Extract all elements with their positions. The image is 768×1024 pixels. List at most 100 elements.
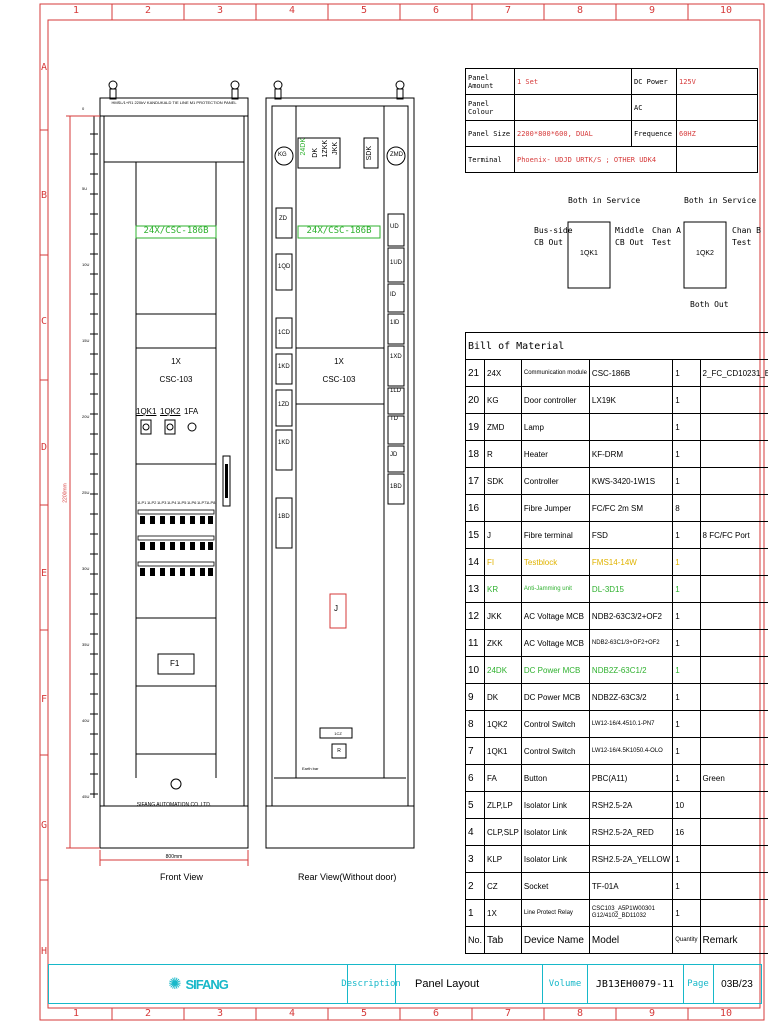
bom-cell-no: 4 xyxy=(464,818,486,846)
grid-row-h: H xyxy=(40,946,48,957)
rear-left-terminal: 1CD xyxy=(278,330,291,336)
bom-cell-no: 19 xyxy=(464,413,486,441)
bom-header-no: No. xyxy=(464,926,486,954)
rear-view-drawing xyxy=(265,80,415,849)
page-label: Page xyxy=(683,965,714,1003)
bom-cell-model: NDB2Z-63C3/2 xyxy=(588,683,674,711)
rear-sdk-label: SDK xyxy=(366,146,373,161)
link-label: 1LP8 xyxy=(206,500,216,505)
bom-cell-remark xyxy=(699,629,768,657)
rear-left-terminal: 1QD xyxy=(278,264,291,270)
bom-cell-tab: KLP xyxy=(484,845,522,873)
bom-cell-qty: 16 xyxy=(672,818,701,846)
rear-module-label: 24X/CSC-186B xyxy=(306,226,372,236)
bom-cell-tab: ZLP,LP xyxy=(484,791,522,819)
bom-cell-qty: 1 xyxy=(672,629,701,657)
logo-text: SIFANG xyxy=(185,976,229,992)
sifang-logo-icon: ✺ xyxy=(168,976,182,993)
grid-row-g: G xyxy=(40,820,48,831)
bom-cell-model: LX19K xyxy=(588,386,674,414)
scale-label: 45U xyxy=(82,794,90,799)
bom-header-remark: Remark xyxy=(699,926,768,954)
bom-cell-tab: CLP,SLP xyxy=(484,818,522,846)
terminal-extra xyxy=(676,146,758,173)
bom-header-model: Model xyxy=(588,926,674,954)
rear-relay-line2: CSC-103 xyxy=(322,375,356,384)
bom-cell-name: Isolator Link xyxy=(520,845,590,873)
bom-cell-remark xyxy=(699,737,768,765)
rear-right-terminal: ID xyxy=(390,292,396,298)
bom-cell-tab: DK xyxy=(484,683,522,711)
bom-cell-no: 5 xyxy=(464,791,486,819)
bom-cell-qty: 1 xyxy=(672,359,701,387)
bom-cell-name: AC Voltage MCB xyxy=(520,602,590,630)
bom-cell-no: 1 xyxy=(464,899,486,927)
bom-cell-remark xyxy=(699,899,768,927)
middle-label: Middle xyxy=(615,226,644,235)
rear-earth-label: Earth bar xyxy=(302,766,319,771)
description-label: Description xyxy=(341,965,401,1003)
grid-row-f: F xyxy=(40,694,48,705)
bom-cell-qty: 10 xyxy=(672,791,701,819)
test-a-label: Test xyxy=(652,238,672,247)
bom-cell-remark xyxy=(699,386,768,414)
bom-cell-model: KF-DRM xyxy=(588,440,674,468)
front-footer: SIFANG AUTOMATION CO.,LTD. xyxy=(136,802,212,808)
bom-cell-name: Socket xyxy=(520,872,590,900)
rear-right-terminal: UD xyxy=(390,224,399,230)
link-label: 1LP6 xyxy=(187,500,197,505)
bom-cell-qty: 1 xyxy=(672,683,701,711)
grid-col-10: 10 xyxy=(719,5,733,16)
bom-cell-tab: JKK xyxy=(484,602,522,630)
grid-col-2: 2 xyxy=(144,5,152,16)
bom-cell-tab: 24DK xyxy=(484,656,522,684)
bom-cell-tab: 1QK2 xyxy=(484,710,522,738)
bom-cell-no: 16 xyxy=(464,494,486,522)
bom-cell-tab: 1X xyxy=(484,899,522,927)
frequence-label: Frequence xyxy=(631,120,677,147)
grid-row-e: E xyxy=(40,568,48,579)
bom-cell-model: NDB2Z-63C1/2 xyxy=(588,656,674,684)
bom-cell-model: FMS14-14W xyxy=(588,548,674,576)
bom-cell-no: 6 xyxy=(464,764,486,792)
bom-cell-qty: 1 xyxy=(672,440,701,468)
bom-cell-qty: 1 xyxy=(672,521,701,549)
terminal-value: Phoenix- UDJD URTK/S ; OTHER UDK4 xyxy=(514,146,677,173)
bom-cell-tab: 1QK1 xyxy=(484,737,522,765)
bom-cell-remark xyxy=(699,656,768,684)
grid-row-d: D xyxy=(40,442,48,453)
bom-cell-model: FSD xyxy=(588,521,674,549)
panel-amount-value: 1 Set xyxy=(514,68,632,95)
rear-right-terminal: 1ID xyxy=(390,320,400,326)
bom-cell-no: 9 xyxy=(464,683,486,711)
grid-col-5-bottom: 5 xyxy=(360,1008,368,1019)
qk2-box-label: 1QK2 xyxy=(696,250,714,257)
panel-colour-value xyxy=(514,94,632,121)
bom-cell-qty: 1 xyxy=(672,413,701,441)
scale-label: 30U xyxy=(82,566,90,571)
rear-right-terminal: JD xyxy=(390,452,398,458)
bom-cell-qty: 1 xyxy=(672,575,701,603)
front-view-drawing xyxy=(66,80,249,866)
bom-cell-no: 3 xyxy=(464,845,486,873)
bom-cell-tab: J xyxy=(484,521,522,549)
bom-cell-model: RSH2.5-2A xyxy=(588,791,674,819)
bom-cell-remark xyxy=(699,791,768,819)
bom-cell-qty: 1 xyxy=(672,737,701,765)
bom-cell-qty: 1 xyxy=(672,845,701,873)
grid-col-8-bottom: 8 xyxy=(576,1008,584,1019)
rear-view-caption: Rear View(Without door) xyxy=(298,872,397,882)
bom-cell-no: 17 xyxy=(464,467,486,495)
qk1-box-label: 1QK1 xyxy=(580,250,598,257)
bom-cell-model: DL-3D15 xyxy=(588,575,674,603)
panel-info-table: Panel Amount 1 Set DC Power 125V Panel C… xyxy=(465,68,758,173)
bom-cell-model: RSH2.5-2A_YELLOW xyxy=(588,845,674,873)
scale-label: 20U xyxy=(82,414,90,419)
